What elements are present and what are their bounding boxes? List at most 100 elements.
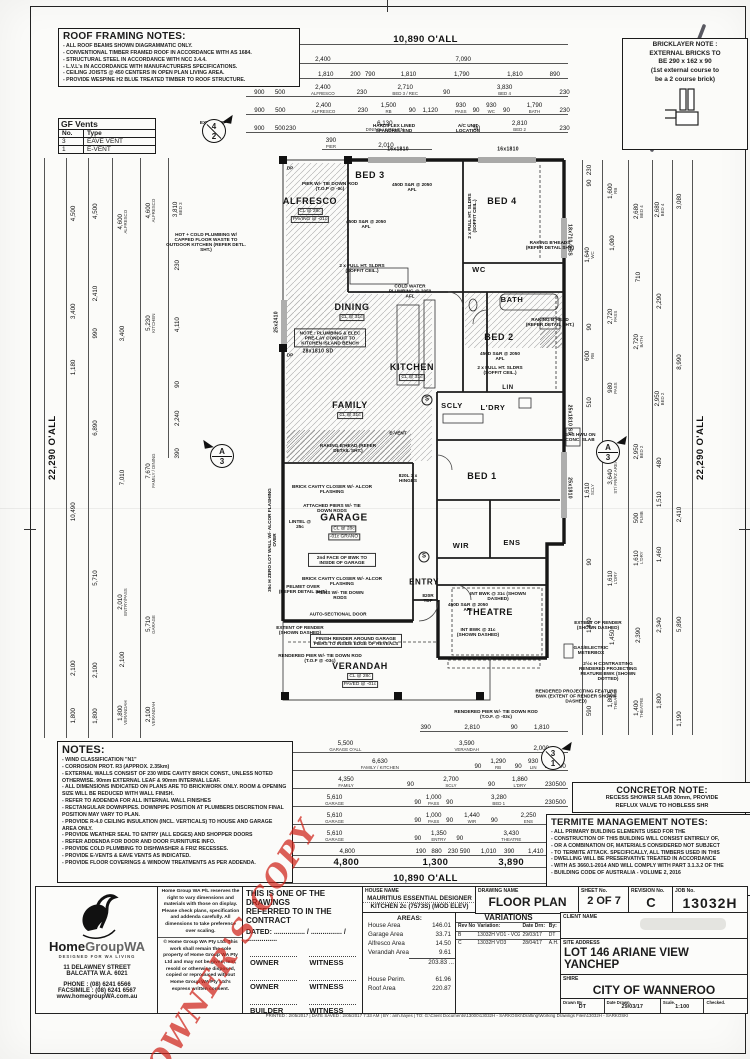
dimension: 90 bbox=[514, 762, 522, 770]
dimension: 90 bbox=[414, 834, 422, 842]
dimension: 90 bbox=[446, 816, 454, 824]
signature-row: BUILDER WITNESS bbox=[250, 1004, 356, 1013]
dimension: 90 bbox=[414, 798, 422, 806]
dimension: 590 bbox=[586, 705, 594, 716]
sheet-no-box: SHEET No. 2 OF 7 bbox=[578, 886, 630, 914]
dimension: 1,810 bbox=[533, 723, 550, 731]
dimension: 90 bbox=[408, 106, 416, 114]
brand-tagline: DESIGNED FOR WA LIVING bbox=[58, 954, 136, 959]
variations-header: Rev No. Variation: Date Drn: By: bbox=[456, 922, 561, 931]
dim-top-overall: 10,890 O'ALL bbox=[283, 30, 568, 45]
dimension: 900 bbox=[254, 124, 265, 132]
note-line: PROVIDE WESPINE H2 BLUE TREATED TIMBER T… bbox=[63, 77, 295, 84]
note-line: ALL ROOF BEAMS SHOWN DIAGRAMMATIC ONLY. bbox=[63, 43, 295, 50]
signature-right: WITNESS bbox=[309, 1004, 356, 1013]
piers-posts bbox=[279, 156, 484, 700]
copyright-p2: © Home Group WA Pty Ltd. This work shall… bbox=[163, 940, 238, 992]
site-address-box: SITE ADDRESS LOT 146 ARIANE VIEW YANCHEP bbox=[560, 938, 748, 976]
dimension: 90 bbox=[407, 780, 414, 788]
fold-tick bbox=[24, 529, 36, 530]
copyright-p1: Home Group WA P/L reserves the right to … bbox=[158, 887, 243, 939]
signature-row: OWNER WITNESS bbox=[250, 956, 356, 967]
dashed-render-lines bbox=[288, 165, 557, 669]
dimension: 2,410 bbox=[92, 285, 100, 302]
dimension: 500 bbox=[555, 780, 566, 788]
job-no: 13032H bbox=[682, 895, 738, 911]
areas-total: 203.83 ... bbox=[409, 957, 456, 968]
dimension: 22,290 O'ALL bbox=[47, 415, 59, 481]
drawing-name: FLOOR PLAN bbox=[488, 895, 567, 909]
dimension: 1,800 bbox=[70, 708, 78, 724]
door-arcs bbox=[418, 291, 488, 622]
dimension: 900 bbox=[254, 88, 265, 96]
sheet-border bbox=[30, 6, 746, 1054]
drawn-by: DT bbox=[578, 1004, 586, 1010]
dimension: 1,790 bbox=[453, 70, 470, 78]
marker-flag bbox=[222, 113, 233, 124]
house-name-1: MAURITIUS ESSENTIAL DESIGNER bbox=[367, 895, 472, 902]
signature-row: OWNER WITNESS bbox=[250, 980, 356, 991]
note-line: BRICKLAYER NOTE : bbox=[652, 41, 718, 48]
dimension: 2,290 bbox=[656, 294, 664, 310]
dimension: 1,300 bbox=[422, 856, 449, 868]
variations-rows: B 13032H VO1 - VO2 29/03/17 DT C 13032H … bbox=[456, 930, 561, 948]
copyright-box: Home Group WA P/L reserves the right to … bbox=[157, 886, 244, 1014]
note-line: ALL PRIMARY BUILDING ELEMENTS USED FOR T… bbox=[551, 829, 747, 836]
dimension: 2,340 bbox=[656, 617, 664, 633]
dimension: 900 bbox=[254, 106, 265, 114]
dimension: 990 bbox=[92, 328, 100, 340]
dim-bottom-row: 905,610GARAGE901,000PASS901,440WIR902,25… bbox=[248, 808, 570, 825]
dimension: 1,450 bbox=[586, 617, 594, 634]
note-line: REFER ADDENDA FOR DOOR AND DOOR FURNITUR… bbox=[62, 839, 288, 846]
dimension: 390 bbox=[420, 723, 431, 731]
dimension: 390 bbox=[173, 447, 181, 458]
dimension: 1,010 bbox=[480, 847, 497, 855]
dimension: 4,500 bbox=[70, 205, 78, 222]
dimension: 500 bbox=[555, 798, 566, 806]
termite-notes: TERMITE MANAGEMENT NOTES: ALL PRIMARY BU… bbox=[546, 814, 750, 896]
dimension: 5,890 bbox=[675, 616, 683, 633]
signature-left: BUILDER bbox=[250, 1004, 297, 1013]
dimension: 90 bbox=[173, 380, 181, 388]
note-line: WIND CLASSIFICATION "N1" bbox=[62, 757, 288, 764]
note-line: EXTERNAL BRICKS TO bbox=[649, 49, 721, 57]
dimension: 500 bbox=[274, 124, 286, 132]
note-line: REFLUX VALVE TO HOBLESS SHR bbox=[615, 802, 709, 809]
shire-box: SHIRE CITY OF WANNEROO bbox=[560, 974, 748, 1000]
dimension: 230 bbox=[357, 106, 368, 114]
general-notes-lines: WIND CLASSIFICATION "N1"CORROSION PROT. … bbox=[62, 757, 288, 867]
dimension: 7,090 bbox=[455, 55, 471, 63]
gf-vents-header: No. Type bbox=[59, 130, 155, 138]
date-drawn-cell: Date Drawn.29/03/17 bbox=[605, 999, 661, 1013]
scale-value: 1:100 bbox=[675, 1004, 690, 1010]
dimension: 10,490 bbox=[70, 502, 78, 522]
dimension: 2,810 bbox=[464, 723, 480, 731]
sheet-no-label: SHEET No. bbox=[581, 888, 608, 894]
